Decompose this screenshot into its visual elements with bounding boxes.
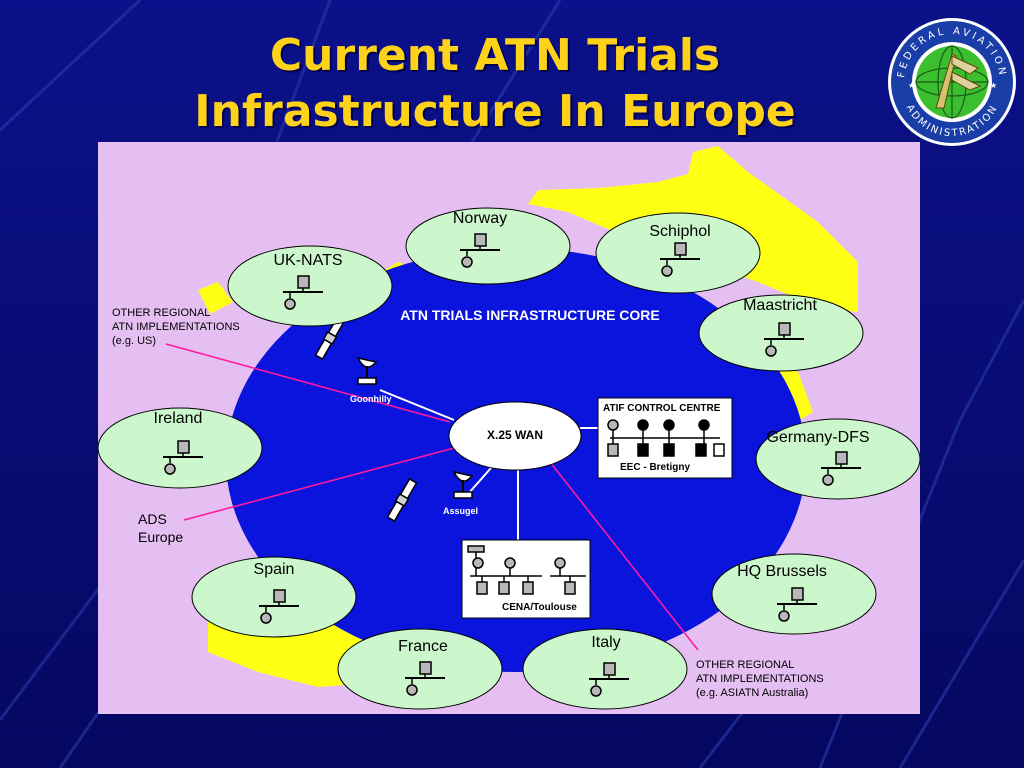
svg-text:★: ★ [990, 81, 997, 90]
note-other-regional-us: OTHER REGIONAL ATN IMPLEMENTATIONS (e.g.… [112, 306, 240, 348]
ground-station-assugel: Assugel [443, 506, 479, 516]
atif-title: ATIF CONTROL CENTRE [603, 403, 721, 414]
note-ads-line-2: Europe [138, 529, 184, 545]
faa-seal-icon: FEDERAL AVIATION ADMINISTRATION ★ ★ [888, 18, 1016, 146]
node-label-ireland: Ireland [153, 410, 203, 427]
note-us-line-1: OTHER REGIONAL [112, 307, 211, 319]
wan-label: X.25 WAN [486, 428, 543, 442]
node-label-uk-nats: UK-NATS [273, 252, 343, 269]
node-label-italy: Italy [591, 634, 621, 651]
note-other-regional-asia: OTHER REGIONAL ATN IMPLEMENTATIONS (e.g.… [696, 658, 824, 700]
node-label-spain: Spain [253, 561, 295, 578]
note-asia-line-3: (e.g. ASIATN Australia) [696, 687, 809, 699]
node-label-norway: Norway [452, 210, 508, 227]
svg-text:★: ★ [908, 81, 915, 90]
cena-toulouse-box [461, 539, 591, 619]
note-ads-europe: ADS Europe [138, 510, 183, 546]
slide-title: Current ATN Trials Infrastructure In Eur… [100, 28, 890, 140]
note-asia-line-2: ATN IMPLEMENTATIONS [696, 673, 824, 685]
network-diagram [98, 146, 920, 710]
external-links [165, 343, 699, 651]
cena-title: CENA/Toulouse [502, 602, 577, 613]
core-title: ATN TRIALS INFRASTRUCTURE CORE [400, 307, 660, 323]
note-us-line-3: (e.g. US) [112, 335, 157, 347]
node-label-hq-brussels: HQ Brussels [737, 563, 827, 580]
title-line-2: Infrastructure In Europe [194, 86, 796, 137]
node-label-germany-dfs: Germany-DFS [766, 429, 870, 446]
note-asia-line-1: OTHER REGIONAL [696, 659, 795, 671]
diagram-panel: Norway Schiphol UK-NATS Maastricht Irela… [98, 142, 920, 714]
node-ellipse-uk-nats [227, 245, 393, 327]
wan-ellipse [448, 401, 582, 471]
atif-control-centre-box [597, 397, 733, 479]
node-label-maastricht: Maastricht [743, 297, 817, 314]
note-ads-line-1: ADS [138, 511, 167, 527]
node-ellipse-norway [405, 207, 571, 285]
node-label-france: France [398, 638, 448, 655]
note-us-line-2: ATN IMPLEMENTATIONS [112, 321, 240, 333]
title-line-1: Current ATN Trials [269, 30, 721, 81]
ground-station-goonhilly: Goonhilly [350, 394, 392, 404]
node-label-schiphol: Schiphol [649, 223, 711, 240]
atif-location: EEC - Bretigny [620, 462, 691, 473]
